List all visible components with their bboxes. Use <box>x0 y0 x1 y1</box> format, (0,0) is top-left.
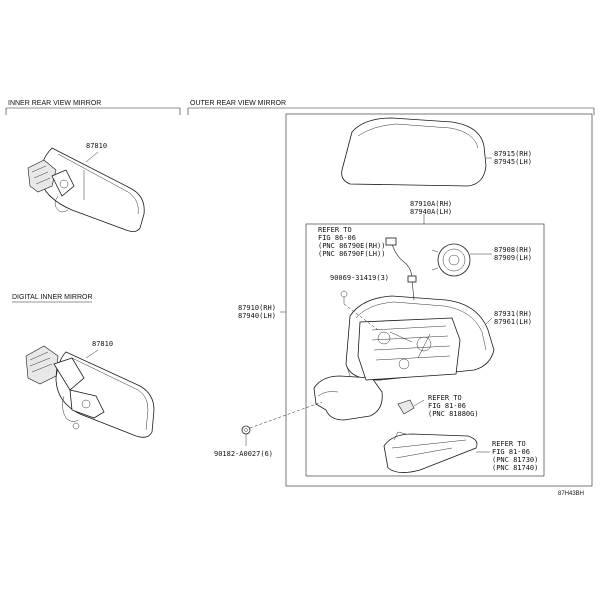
digital-mirror-drawing <box>25 345 155 438</box>
part-label-87961: 87961(LH) <box>494 318 532 326</box>
refer1-line3: (PNC 86790E(RH)) <box>318 242 386 250</box>
refer1-line2: FIG 86-06 <box>318 234 356 242</box>
inner-mirror-section-title: INNER REAR VIEW MIRROR <box>8 100 102 107</box>
inner-mirror-drawing <box>27 147 145 232</box>
wire-harness-drawing <box>385 237 417 301</box>
refer3-line3: (PNC 81730) <box>492 456 539 464</box>
bulb-socket-drawing <box>397 399 415 415</box>
digital-mirror-section-title: DIGITAL INNER MIRROR <box>12 294 93 301</box>
mirror-motor-drawing <box>431 243 471 277</box>
mirror-cover-drawing <box>341 117 487 187</box>
part-label-87915: 87915(RH) <box>494 150 532 158</box>
clip-90182-drawing <box>241 425 251 435</box>
part-label-87909: 87909(LH) <box>494 254 532 262</box>
refer1-line4: (PNC 86790F(LH)) <box>318 250 386 258</box>
outer-assembly-frame <box>285 113 593 487</box>
mirror-base-drawing <box>313 317 461 421</box>
inner-assembly-frame <box>305 223 545 477</box>
leader-socket <box>413 399 425 407</box>
part-label-87945: 87945(LH) <box>494 158 532 166</box>
screw-dash-line <box>343 303 379 331</box>
part-label-87908: 87908(RH) <box>494 246 532 254</box>
refer1-line1: REFER TO <box>318 226 352 234</box>
diagram-code: 87H43BH <box>558 491 585 497</box>
outer-mirror-section-title: OUTER REAR VIEW MIRROR <box>190 100 287 107</box>
part-label-87910A: 87910A(RH) <box>410 200 453 208</box>
refer2-line1: REFER TO <box>428 394 462 402</box>
part-label-87910: 87910(RH) <box>238 304 276 312</box>
refer3-line2: FIG 81-06 <box>492 448 530 456</box>
refer3-line1: REFER TO <box>492 440 526 448</box>
refer2-line3: (PNC 81880G) <box>428 410 479 418</box>
part-label-87940A: 87940A(LH) <box>410 208 453 216</box>
screw-90069-drawing <box>340 290 348 304</box>
refer2-line2: FIG 81-06 <box>428 402 466 410</box>
part-label-87940: 87940(LH) <box>238 312 276 320</box>
leader-87931 <box>485 317 493 325</box>
leader-87810b <box>85 349 99 359</box>
turn-signal-lamp-drawing <box>383 431 478 473</box>
clip-dash-line <box>249 401 323 429</box>
part-label-87931: 87931(RH) <box>494 310 532 318</box>
part-label-87810-inner: 87810 <box>86 142 108 150</box>
part-label-87810-digital: 87810 <box>92 340 114 348</box>
part-label-90069: 90069-31419(3) <box>330 274 390 282</box>
refer3-line4: (PNC 81740) <box>492 464 539 472</box>
part-label-90182: 90182-A0027(6) <box>214 450 274 458</box>
leader-87810a <box>85 151 99 163</box>
